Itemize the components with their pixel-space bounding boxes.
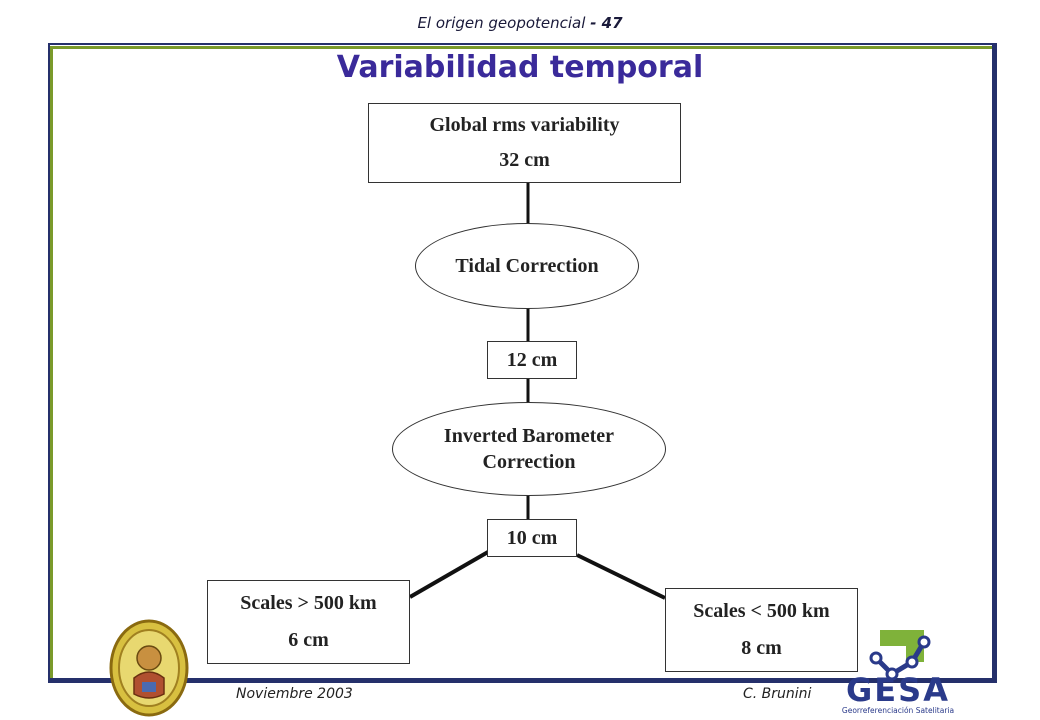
slide-frame-blue — [48, 43, 997, 683]
global-variability-box: Global rms variability 32 cm — [368, 103, 681, 183]
value-12cm-box: 12 cm — [487, 341, 577, 379]
inverted-barometer-line1: Inverted Barometer — [443, 425, 615, 447]
inverted-barometer-ellipse: Inverted Barometer Correction — [392, 402, 666, 496]
scales-large-box: Scales > 500 km 6 cm — [207, 580, 410, 664]
tidal-correction-ellipse: Tidal Correction — [415, 223, 639, 309]
connector-10-large — [409, 550, 489, 599]
university-seal-logo — [109, 619, 189, 717]
inverted-barometer-line2: Correction — [482, 451, 576, 473]
header-page: - 47 — [590, 14, 623, 32]
scales-small-label: Scales < 500 km — [693, 600, 830, 622]
tidal-correction-label: Tidal Correction — [455, 255, 599, 277]
value-12cm-label: 12 cm — [506, 348, 558, 371]
gesa-logo-graphic — [869, 630, 931, 680]
gesa-logo-subtitle: Georreferenciación Satelitaria — [841, 706, 955, 715]
value-10cm-box: 10 cm — [487, 519, 577, 557]
slide-title: Variabilidad temporal — [336, 50, 704, 85]
footer-date: Noviembre 2003 — [236, 686, 353, 702]
footer-author: C. Brunini — [743, 686, 812, 702]
global-variability-label: Global rms variability — [429, 114, 620, 136]
page-header: El origen geopotencial - 47 — [0, 14, 1040, 32]
global-variability-value: 32 cm — [499, 149, 550, 171]
scales-large-value: 6 cm — [288, 629, 329, 651]
gesa-logo-text: GESA — [846, 671, 950, 709]
scales-small-value: 8 cm — [741, 637, 782, 659]
header-prefix: El origen geopotencial — [417, 14, 586, 32]
scales-small-box: Scales < 500 km 8 cm — [665, 588, 858, 672]
connector-10-small — [576, 553, 666, 600]
scales-large-label: Scales > 500 km — [240, 592, 377, 614]
slide-frame-green — [50, 46, 994, 680]
value-10cm-label: 10 cm — [506, 526, 558, 549]
